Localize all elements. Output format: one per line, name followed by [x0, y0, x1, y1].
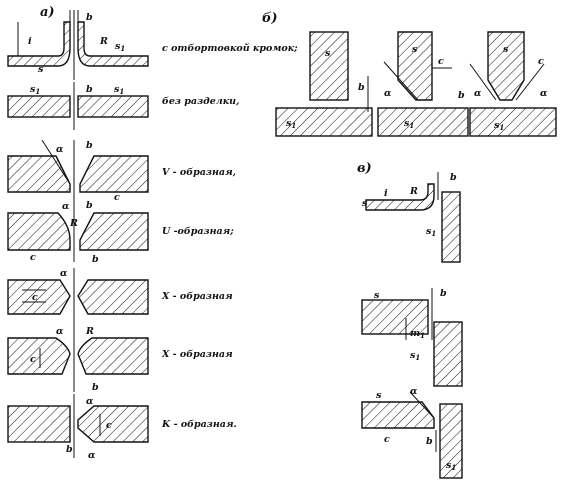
svg-text:α: α — [86, 396, 94, 407]
svg-text:b: b — [358, 82, 365, 93]
svg-text:s1: s1 — [114, 84, 124, 96]
svg-text:s1: s1 — [286, 118, 296, 130]
svg-text:c: c — [30, 354, 36, 365]
svg-text:c: c — [438, 56, 444, 67]
svg-text:R: R — [99, 36, 108, 47]
svg-text:c: c — [32, 292, 38, 303]
svg-text:c: c — [106, 420, 112, 431]
t-joint-square: s b s1 — [275, 31, 373, 137]
joint-k-groove: α c b α — [7, 394, 149, 461]
caption-a: а) — [40, 5, 55, 20]
joint-u-groove: α b R c b — [7, 200, 149, 265]
svg-text:b: b — [458, 90, 465, 101]
svg-text:s1: s1 — [446, 460, 456, 472]
svg-text:s1: s1 — [30, 84, 40, 96]
svg-text:s: s — [503, 44, 509, 55]
joint-square: s1 b s1 — [7, 82, 149, 130]
svg-text:R: R — [69, 218, 78, 229]
svg-text:b: b — [92, 382, 99, 393]
t-joint-double-bevel: s c α α b s1 — [458, 31, 557, 137]
svg-text:α: α — [88, 450, 96, 461]
svg-text:α: α — [410, 386, 418, 397]
svg-text:s1: s1 — [404, 118, 414, 130]
svg-text:b: b — [86, 12, 93, 23]
svg-text:s1: s1 — [494, 120, 504, 132]
svg-text:s1: s1 — [426, 226, 436, 238]
svg-text:α: α — [384, 88, 392, 99]
svg-text:c: c — [384, 434, 390, 445]
label-flanged: с отбортовкой кромок; — [162, 43, 298, 54]
label-u-groove: U -образная; — [162, 226, 234, 237]
svg-text:R: R — [85, 326, 94, 337]
svg-text:c: c — [114, 192, 120, 203]
svg-text:m1: m1 — [410, 328, 425, 340]
joint-v-groove: α b c — [7, 139, 149, 205]
svg-text:c: c — [538, 56, 544, 67]
corner-joint-flanged: b R i s s1 — [362, 172, 461, 263]
corner-joint-bevel: s α c b s1 — [361, 386, 463, 479]
label-v-groove: V - образная, — [162, 167, 236, 178]
label-x-groove: X - образная — [161, 291, 233, 302]
svg-text:c: c — [30, 252, 36, 263]
label-square: без разделки, — [162, 96, 239, 107]
svg-text:b: b — [426, 436, 433, 447]
label-k-groove: K - образная. — [161, 419, 237, 430]
svg-text:α: α — [56, 144, 64, 155]
joint-flanged: b i R s1 s — [7, 10, 149, 80]
svg-text:α: α — [60, 268, 68, 279]
svg-text:α: α — [474, 88, 482, 99]
svg-text:s: s — [38, 64, 44, 75]
joint-type-labels: с отбортовкой кромок; без разделки, V - … — [161, 43, 298, 430]
svg-text:b: b — [450, 172, 457, 183]
svg-text:s: s — [412, 44, 418, 55]
corner-joint-square: b s m1 s1 — [361, 288, 463, 387]
svg-text:b: b — [66, 444, 73, 455]
svg-text:b: b — [440, 288, 447, 299]
svg-text:α: α — [540, 88, 548, 99]
svg-text:s: s — [376, 390, 382, 401]
joint-x-groove-2: α R c b — [7, 326, 149, 393]
caption-v: в) — [357, 161, 372, 176]
svg-text:s1: s1 — [115, 41, 125, 53]
svg-text:s1: s1 — [410, 350, 420, 362]
svg-text:i: i — [28, 36, 32, 47]
svg-text:b: b — [86, 140, 93, 151]
svg-text:α: α — [62, 201, 70, 212]
label-x-groove-2: X - образная — [161, 349, 233, 360]
svg-text:i: i — [384, 188, 388, 199]
svg-text:b: b — [86, 200, 93, 211]
joint-x-groove: α c — [7, 268, 149, 326]
caption-b: б) — [262, 11, 278, 26]
svg-text:b: b — [86, 84, 93, 95]
t-joint-single-bevel: s c α s1 — [377, 31, 469, 137]
svg-text:α: α — [56, 326, 64, 337]
svg-text:s: s — [362, 198, 368, 209]
svg-text:s: s — [374, 290, 380, 301]
svg-text:s: s — [325, 48, 331, 59]
svg-text:b: b — [92, 254, 99, 265]
svg-text:R: R — [409, 186, 418, 197]
